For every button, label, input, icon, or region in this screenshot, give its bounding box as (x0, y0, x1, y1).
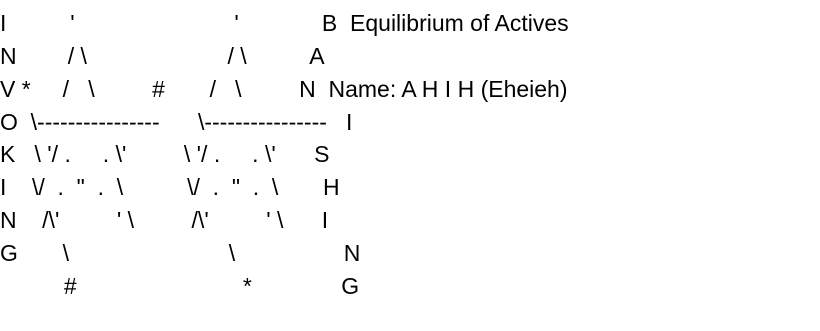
art-line-3: V * / \ # / \ N Name: A H I H (Eheieh) (0, 76, 568, 102)
art-line-5: K \ '/ . . \' \ '/ . . \' S (0, 141, 330, 167)
art-line-8: G \ \ N (0, 240, 361, 266)
art-line-1: I ' ' B Equilibrium of Actives (0, 10, 569, 36)
art-line-6: I \/ . " . \ \/ . " . \ H (0, 174, 340, 200)
art-line-7: N /\' ' \ /\' ' \ I (0, 207, 329, 233)
art-line-2: N / \ / \ A (0, 43, 325, 69)
art-line-4: O \---------------- \---------------- I (0, 109, 353, 135)
art-line-9: # * G (0, 273, 360, 299)
